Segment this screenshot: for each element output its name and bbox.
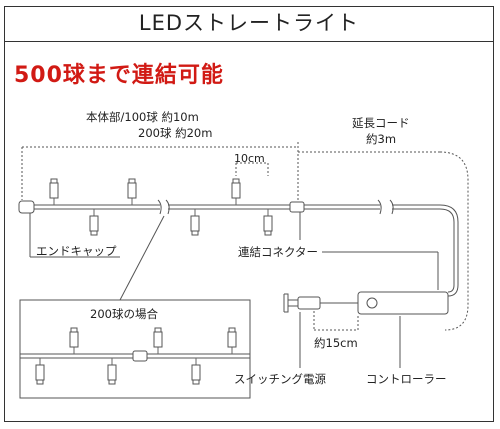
length-dimension-lines — [21, 142, 469, 331]
bulb — [231, 178, 241, 206]
bulb — [127, 178, 137, 206]
controller-button-icon — [366, 297, 378, 309]
connector — [289, 201, 305, 213]
inset-light-string — [20, 350, 250, 362]
bulb — [49, 178, 59, 206]
label-controller: コントローラー — [366, 372, 447, 386]
label-connector: 連結コネクター — [238, 245, 319, 259]
label-plug-length: 約15cm — [314, 336, 358, 350]
light-string — [34, 199, 459, 297]
end-cap — [18, 200, 35, 214]
bulb — [263, 208, 273, 236]
switching-power-adapter — [297, 296, 321, 310]
label-extension-length: 約3m — [366, 132, 397, 146]
bulb — [89, 208, 99, 236]
label-main-body-100: 本体部/100球 約10m — [86, 110, 199, 124]
label-switching-power: スイッチング電源 — [234, 372, 326, 386]
label-extension-cord: 延長コード — [352, 116, 410, 130]
bulb — [190, 208, 200, 236]
inset-200-case — [19, 299, 251, 399]
label-main-body-200: 200球 約20m — [138, 126, 213, 140]
page-title: LEDストレートライト — [4, 6, 494, 42]
label-spacing: 10cm — [234, 152, 265, 165]
label-200-case: 200球の場合 — [90, 307, 158, 321]
leader-lines — [29, 212, 439, 368]
label-end-cap: エンドキャップ — [36, 244, 117, 258]
diagram-frame — [4, 6, 494, 422]
headline: 500球まで連結可能 — [14, 63, 224, 88]
